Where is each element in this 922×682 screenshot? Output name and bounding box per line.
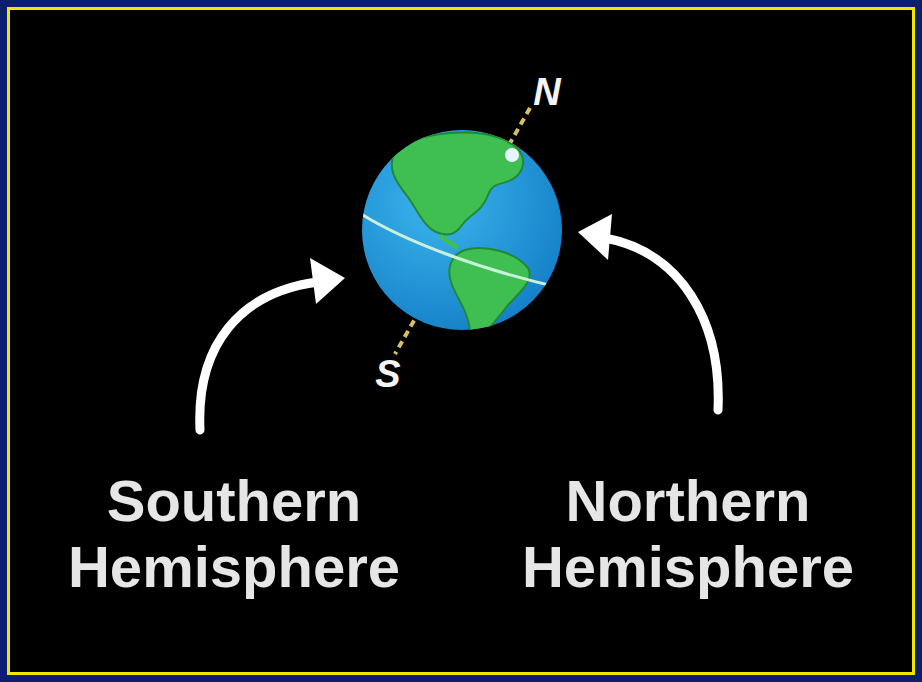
hemisphere-label: Northern Hemisphere (468, 468, 908, 600)
continents (355, 124, 570, 340)
equator (355, 210, 570, 290)
pointer-arrow (200, 282, 318, 430)
pole-label: S (375, 354, 400, 394)
arrowhead (578, 214, 612, 260)
pole-label: N (533, 72, 560, 112)
arrowhead (310, 258, 345, 304)
hemisphere-label: Southern Hemisphere (14, 468, 454, 600)
pointer-arrow (605, 238, 718, 410)
